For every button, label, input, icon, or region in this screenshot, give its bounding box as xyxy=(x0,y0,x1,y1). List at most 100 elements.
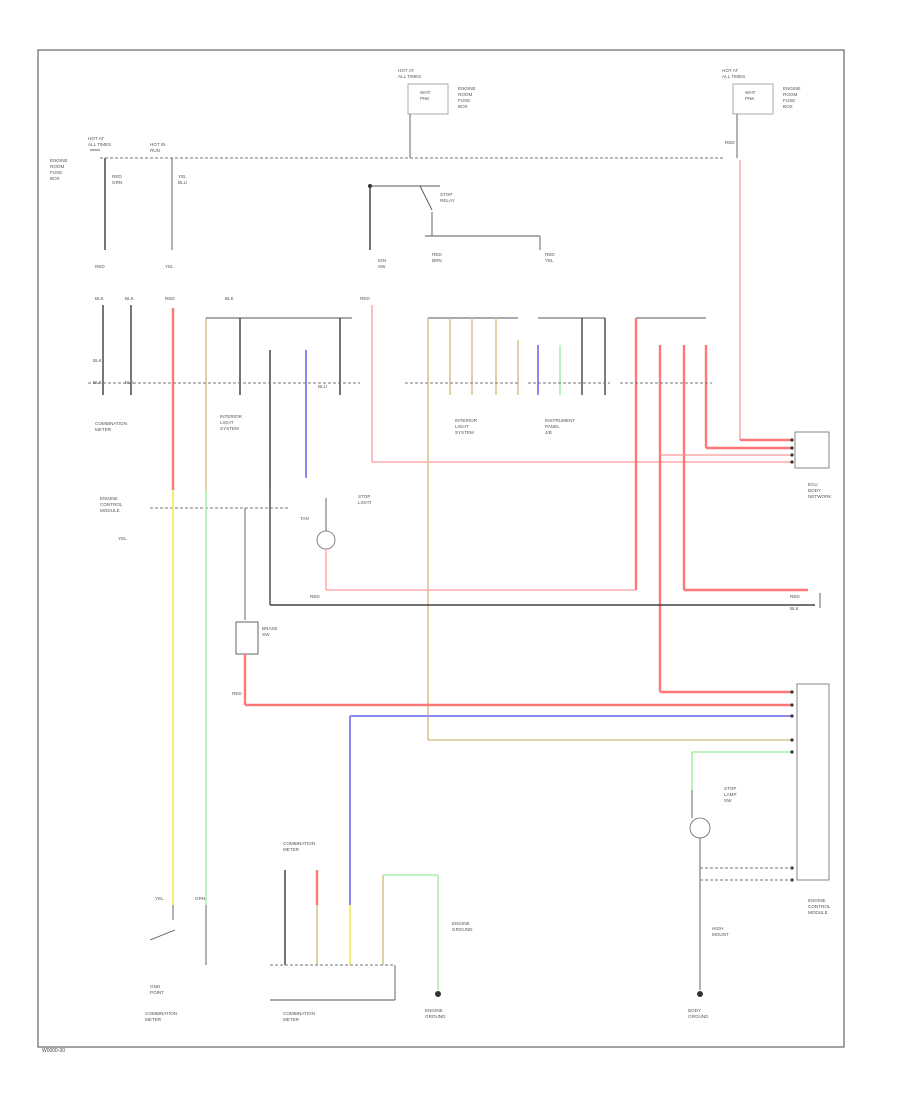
svg-text:RED: RED xyxy=(310,594,320,599)
svg-text:GRN: GRN xyxy=(112,180,122,185)
svg-text:HOT AT: HOT AT xyxy=(398,68,414,73)
svg-text:COMBINATION: COMBINATION xyxy=(283,841,315,846)
svg-text:RED: RED xyxy=(725,140,735,145)
svg-text:SYSTEM: SYSTEM xyxy=(455,430,474,435)
relay-box-left: ENGINE ROOM FUSE BOX HOT AT ALL TIMES HO… xyxy=(50,136,187,269)
svg-text:BLK: BLK xyxy=(93,380,103,385)
connector-row-upper: BLK BLK BLK BLK BLK COMBINATION METER RE… xyxy=(88,296,792,490)
svg-text:YEL: YEL xyxy=(545,258,554,263)
svg-text:WHT: WHT xyxy=(745,90,756,95)
connector-group-right: ECU BODY NETWORK xyxy=(620,160,832,692)
right-conn-1-label-1: ECU xyxy=(808,482,818,487)
svg-text:BLK: BLK xyxy=(790,606,800,611)
svg-text:POINT: POINT xyxy=(150,990,164,995)
svg-text:ENGINE: ENGINE xyxy=(458,86,476,91)
svg-text:LIGHT: LIGHT xyxy=(358,500,372,505)
svg-text:YEL: YEL xyxy=(118,536,127,541)
relay-box-label-2: ROOM xyxy=(50,164,64,169)
svg-text:TAN: TAN xyxy=(300,516,309,521)
svg-text:FUSE: FUSE xyxy=(783,98,795,103)
svg-text:IGN: IGN xyxy=(378,258,386,263)
svg-text:BLK: BLK xyxy=(225,296,235,301)
power-bus xyxy=(90,149,725,159)
svg-text:ENGINE: ENGINE xyxy=(783,86,801,91)
feed-wires-lower: ENGINE CONTROL MODULE xyxy=(245,683,831,915)
svg-text:LAMP: LAMP xyxy=(724,792,737,797)
svg-text:RED: RED xyxy=(790,594,800,599)
svg-text:ROOM: ROOM xyxy=(783,92,797,97)
right-conn-1-label-3: NETWORK xyxy=(808,494,832,499)
svg-text:INSTRUMENT: INSTRUMENT xyxy=(545,418,575,423)
svg-text:SW: SW xyxy=(724,798,732,803)
fuse-block-top-middle: HOT AT ALL TIMES WHT PNK ENGINE ROOM FUS… xyxy=(398,68,476,158)
fuse-label-3: HOT IN xyxy=(150,142,165,147)
svg-text:ALL TIMES: ALL TIMES xyxy=(722,74,745,79)
bottom-conn-1-label-2: METER xyxy=(145,1017,162,1022)
stop-lamp-switch: STOP LAMP SW HIGH MOUNT BODY GROUND xyxy=(688,786,792,1019)
svg-text:GRN: GRN xyxy=(195,896,205,901)
svg-text:FUSE: FUSE xyxy=(458,98,470,103)
right-conn-2-label-2: CONTROL xyxy=(808,904,831,909)
svg-text:BOX: BOX xyxy=(458,104,468,109)
svg-text:INTERIOR: INTERIOR xyxy=(455,418,478,423)
svg-text:RED: RED xyxy=(232,691,242,696)
bottom-connectors: YEL GRN GND POINT COMBINATION METER COMB… xyxy=(145,841,473,1022)
connector-group-interior: INTERIOR LIGHT SYSTEM INSTRUMENT PANEL J… xyxy=(405,317,610,740)
svg-text:ENGINE: ENGINE xyxy=(100,496,118,501)
svg-text:HIGH: HIGH xyxy=(712,926,723,931)
svg-text:BOX: BOX xyxy=(783,104,793,109)
svg-text:PNK: PNK xyxy=(745,96,755,101)
svg-text:BRN: BRN xyxy=(432,258,442,263)
svg-text:RED: RED xyxy=(432,252,442,257)
svg-text:LIGHT: LIGHT xyxy=(220,420,234,425)
svg-text:METER: METER xyxy=(283,847,300,852)
svg-text:RELAY: RELAY xyxy=(440,198,455,203)
svg-text:ENGINE: ENGINE xyxy=(425,1008,443,1013)
svg-text:HOT AT: HOT AT xyxy=(722,68,738,73)
svg-text:BLU: BLU xyxy=(178,180,187,185)
footer-code: W0000-00 xyxy=(42,1048,65,1054)
bottom-conn-2-label-1: COMBINATION xyxy=(283,1011,315,1016)
svg-text:STOP: STOP xyxy=(440,192,452,197)
svg-text:ROOM: ROOM xyxy=(458,92,472,97)
svg-text:J/B: J/B xyxy=(545,430,552,435)
svg-text:ENGINE: ENGINE xyxy=(452,921,470,926)
svg-text:SW: SW xyxy=(262,632,270,637)
svg-text:LIGHT: LIGHT xyxy=(455,424,469,429)
relay-box-label-3: FUSE xyxy=(50,170,62,175)
svg-text:GND: GND xyxy=(150,984,161,989)
fuse-block-top-right: HOT AT ALL TIMES WHT PNK ENGINE ROOM FUS… xyxy=(722,68,801,158)
svg-text:BLK: BLK xyxy=(125,380,135,385)
svg-text:SW: SW xyxy=(378,264,386,269)
svg-text:GROUND: GROUND xyxy=(425,1014,446,1019)
fuse-label-4: RUN xyxy=(150,148,160,153)
stop-relay: STOP RELAY RED BRN RED YEL IGN SW xyxy=(368,184,555,269)
bottom-conn-1-label-1: COMBINATION xyxy=(145,1011,177,1016)
svg-text:PNK: PNK xyxy=(420,96,430,101)
svg-text:METER: METER xyxy=(95,427,112,432)
svg-text:GROUND: GROUND xyxy=(452,927,473,932)
svg-text:BODY: BODY xyxy=(688,1008,701,1013)
relay-box-label-4: BOX xyxy=(50,176,60,181)
svg-text:MOUNT: MOUNT xyxy=(712,932,729,937)
svg-text:BLK: BLK xyxy=(95,296,105,301)
svg-text:BLK: BLK xyxy=(93,358,103,363)
svg-text:BRAKE: BRAKE xyxy=(262,626,278,631)
relay-box-label-1: ENGINE xyxy=(50,158,68,163)
svg-text:MODULE: MODULE xyxy=(100,508,120,513)
svg-text:GROUND: GROUND xyxy=(688,1014,709,1019)
svg-text:RED: RED xyxy=(95,264,105,269)
fuse-label-1: HOT AT xyxy=(88,136,104,141)
svg-text:BLK: BLK xyxy=(125,296,135,301)
right-conn-2-label-1: ENGINE xyxy=(808,898,826,903)
svg-text:STOP: STOP xyxy=(724,786,736,791)
svg-text:YEL: YEL xyxy=(155,896,164,901)
svg-text:COMBINATION: COMBINATION xyxy=(95,421,127,426)
diagram-border xyxy=(37,49,845,1048)
svg-text:STOP: STOP xyxy=(358,494,370,499)
bottom-conn-2-label-2: METER xyxy=(283,1017,300,1022)
svg-text:BLU: BLU xyxy=(318,384,327,389)
svg-text:YEL: YEL xyxy=(178,174,187,179)
svg-text:RED: RED xyxy=(545,252,555,257)
